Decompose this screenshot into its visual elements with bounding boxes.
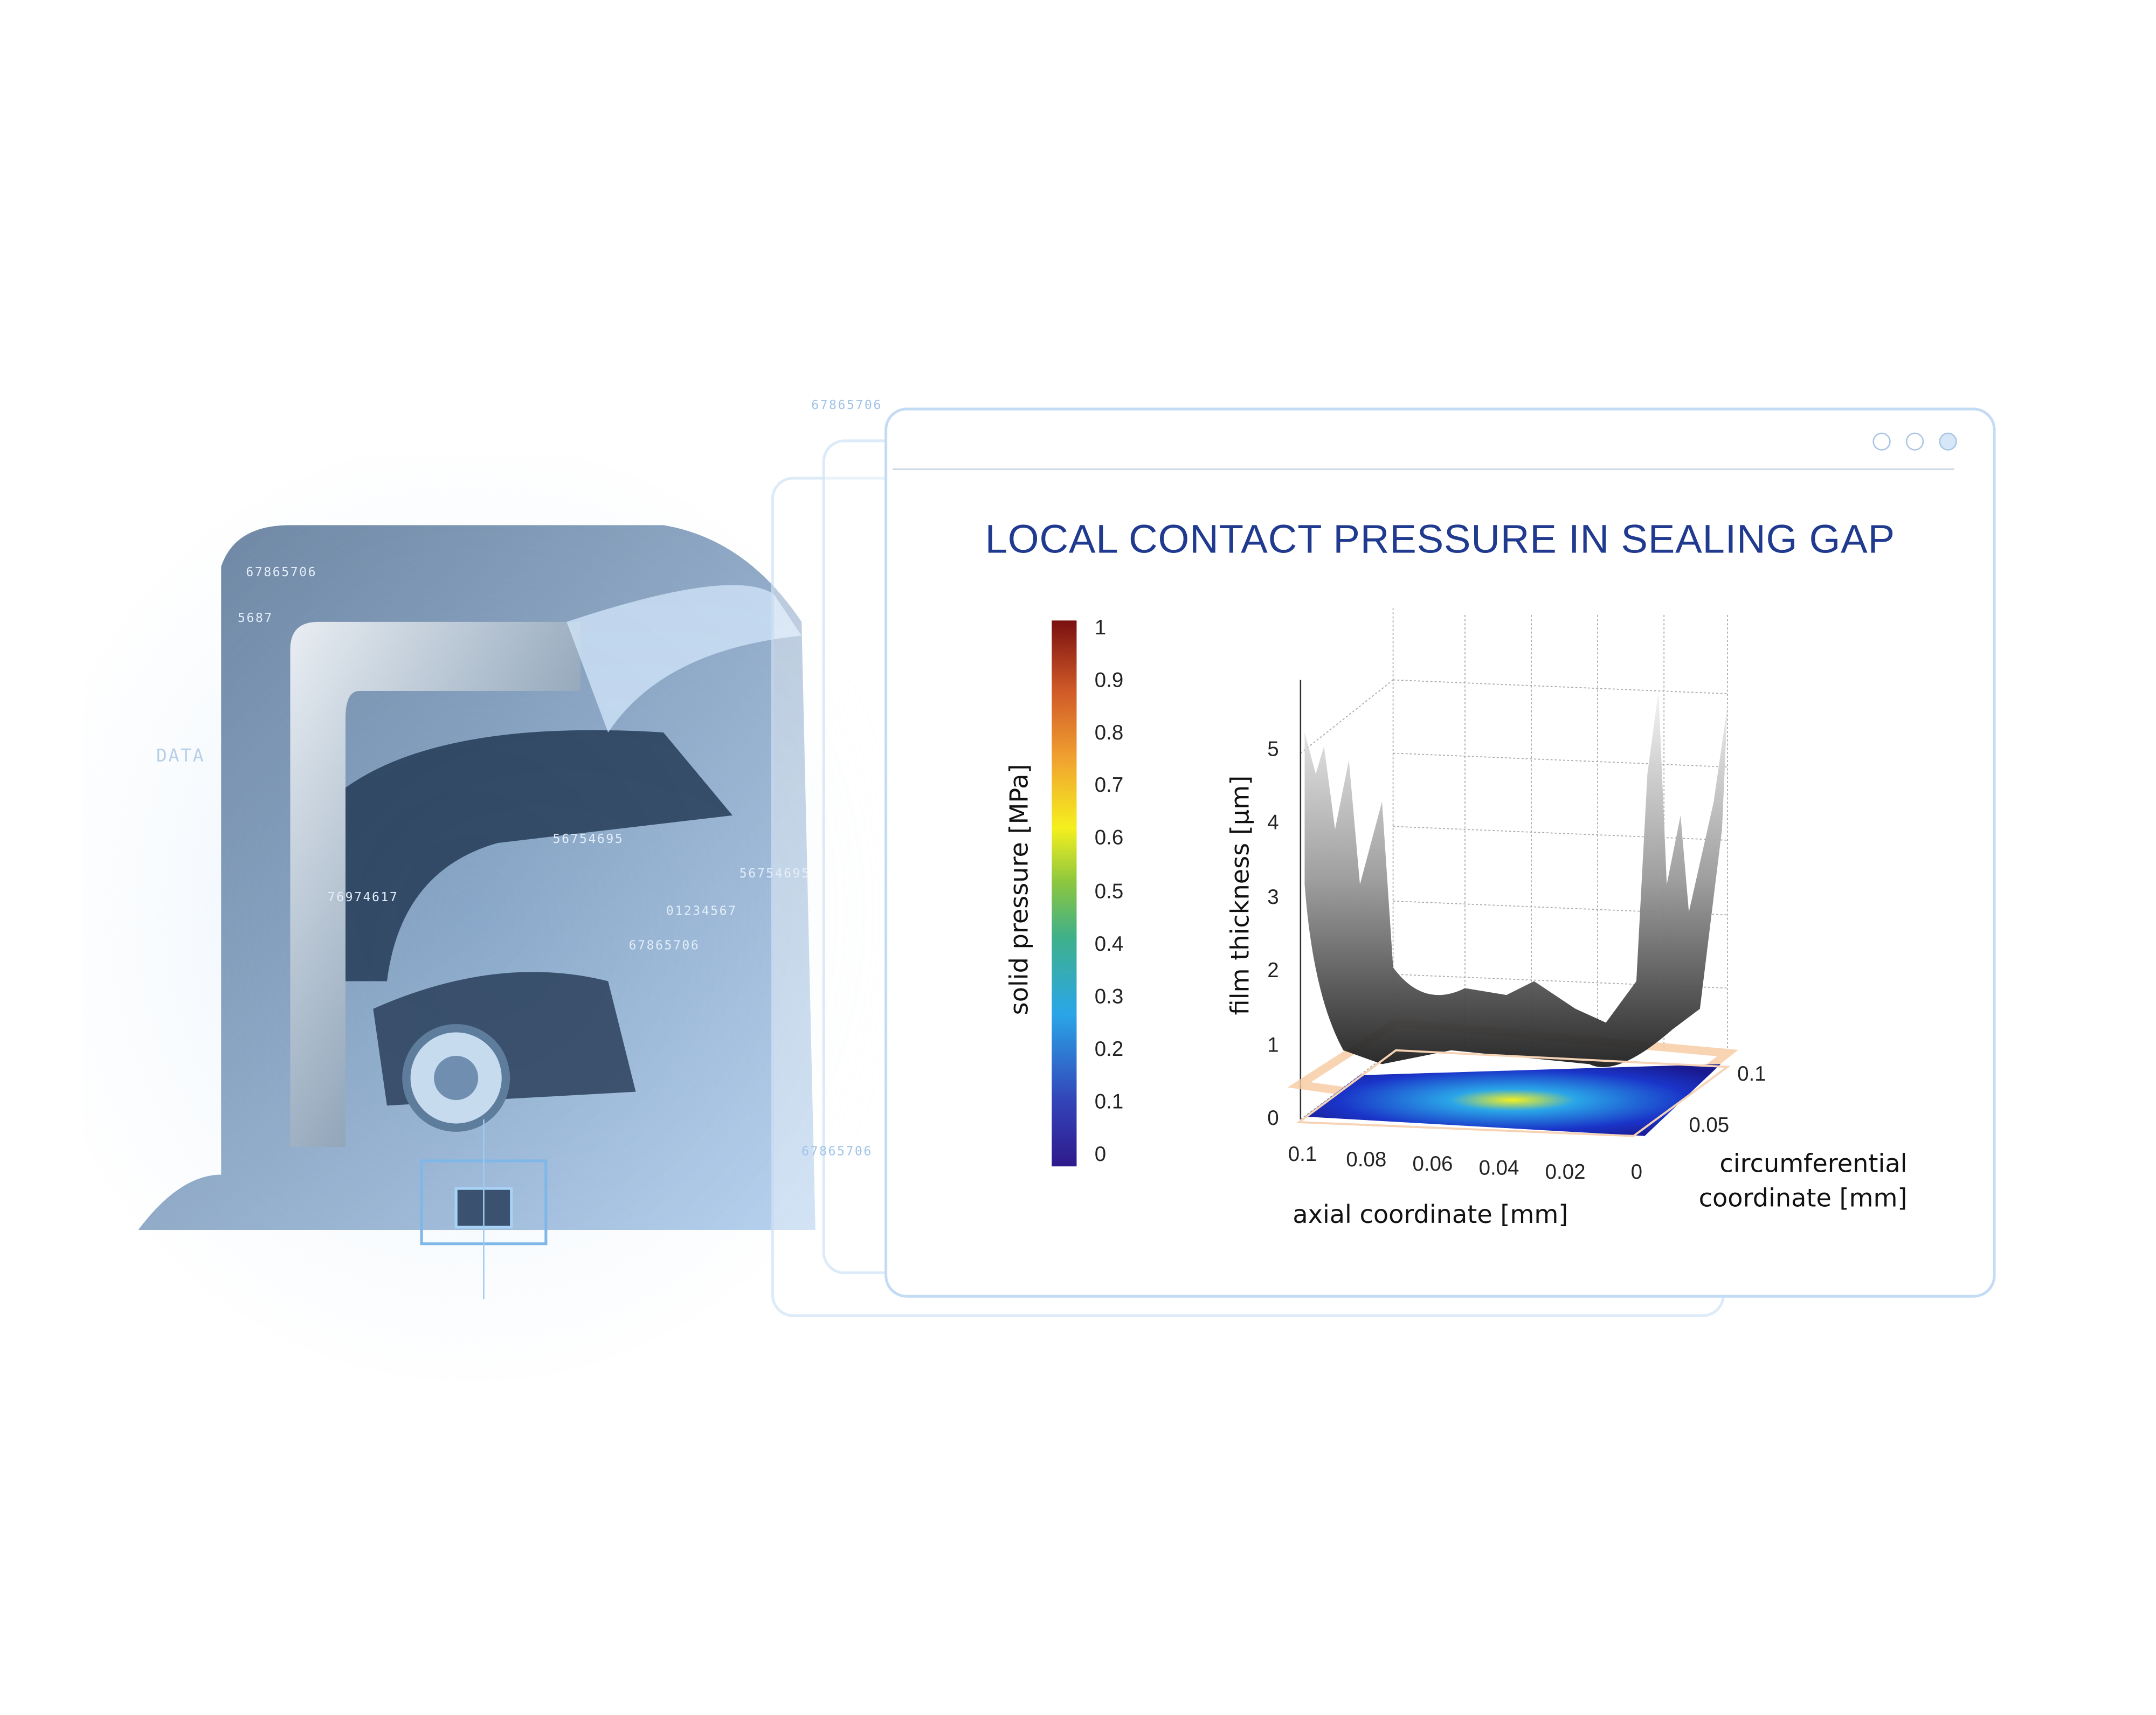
x-tick-label: 0.06 <box>1412 1152 1453 1177</box>
code-text: 67865706 <box>801 1145 873 1160</box>
colorbar-tick-label: 0.1 <box>1094 1090 1124 1114</box>
seal-illustration <box>82 456 913 1382</box>
y-tick-label: 0.1 <box>1737 1062 1766 1087</box>
z-tick-label: 2 <box>1267 959 1279 983</box>
z-tick-label: 4 <box>1267 812 1279 835</box>
z-axis-label: film thickness [µm] <box>1226 775 1256 1015</box>
colorbar-tick-label: 0.6 <box>1094 827 1124 850</box>
colorbar-tick-label: 0.3 <box>1094 985 1124 1008</box>
code-text: 76974617 <box>327 891 399 905</box>
window-control-icon[interactable] <box>1872 432 1891 451</box>
x-axis-label: axial coordinate [mm] <box>1293 1201 1568 1230</box>
data-label: DATA <box>156 746 205 767</box>
colorbar-tick-label: 0.4 <box>1094 932 1124 956</box>
titlebar-divider <box>893 468 1954 470</box>
z-tick-label: 0 <box>1267 1107 1279 1131</box>
colorbar-tick-label: 0.2 <box>1094 1038 1124 1061</box>
code-text: 56754695 <box>739 868 811 882</box>
z-tick-label: 3 <box>1267 886 1279 909</box>
base-box <box>1296 1049 1731 1137</box>
colorbar-tick-label: 0.7 <box>1094 774 1124 798</box>
code-text: 5687 <box>238 612 273 626</box>
colorbar-tick-label: 0 <box>1094 1143 1107 1167</box>
colorbar-tick-label: 0.9 <box>1094 669 1124 693</box>
code-text: 56754695 <box>552 833 624 847</box>
pressure-heatmap <box>1304 1064 1721 1136</box>
code-text: 67865706 <box>628 939 700 954</box>
x-tick-label: 0.1 <box>1288 1143 1317 1167</box>
x-tick-label: 0.08 <box>1346 1148 1387 1172</box>
page-title: LOCAL CONTACT PRESSURE IN SEALING GAP <box>985 518 1895 563</box>
x-tick-label: 0.04 <box>1478 1157 1519 1180</box>
colorbar <box>1052 620 1077 1167</box>
y-axis-label: circumferential coordinate [mm] <box>1698 1150 1908 1214</box>
surface-plot <box>1287 608 1738 1137</box>
x-tick-label: 0.02 <box>1545 1160 1586 1185</box>
window-control-icon[interactable] <box>1905 432 1924 451</box>
colorbar-label: solid pressure [MPa] <box>1005 764 1035 1015</box>
code-text: 67865706 <box>246 566 317 580</box>
z-tick-label: 5 <box>1267 738 1279 762</box>
x-tick-label: 0 <box>1630 1160 1643 1185</box>
window-control-icon[interactable] <box>1939 432 1957 451</box>
colorbar-tick-label: 1 <box>1094 616 1107 640</box>
film-thickness-surface <box>1304 691 1728 1068</box>
y-tick-label: 0.05 <box>1689 1114 1730 1138</box>
colorbar-tick-label: 0.5 <box>1094 880 1124 903</box>
code-text: 01234567 <box>666 905 737 919</box>
code-text: 67865706 <box>811 399 882 413</box>
z-tick-label: 1 <box>1267 1033 1279 1057</box>
colorbar-tick-label: 0.8 <box>1094 721 1124 745</box>
